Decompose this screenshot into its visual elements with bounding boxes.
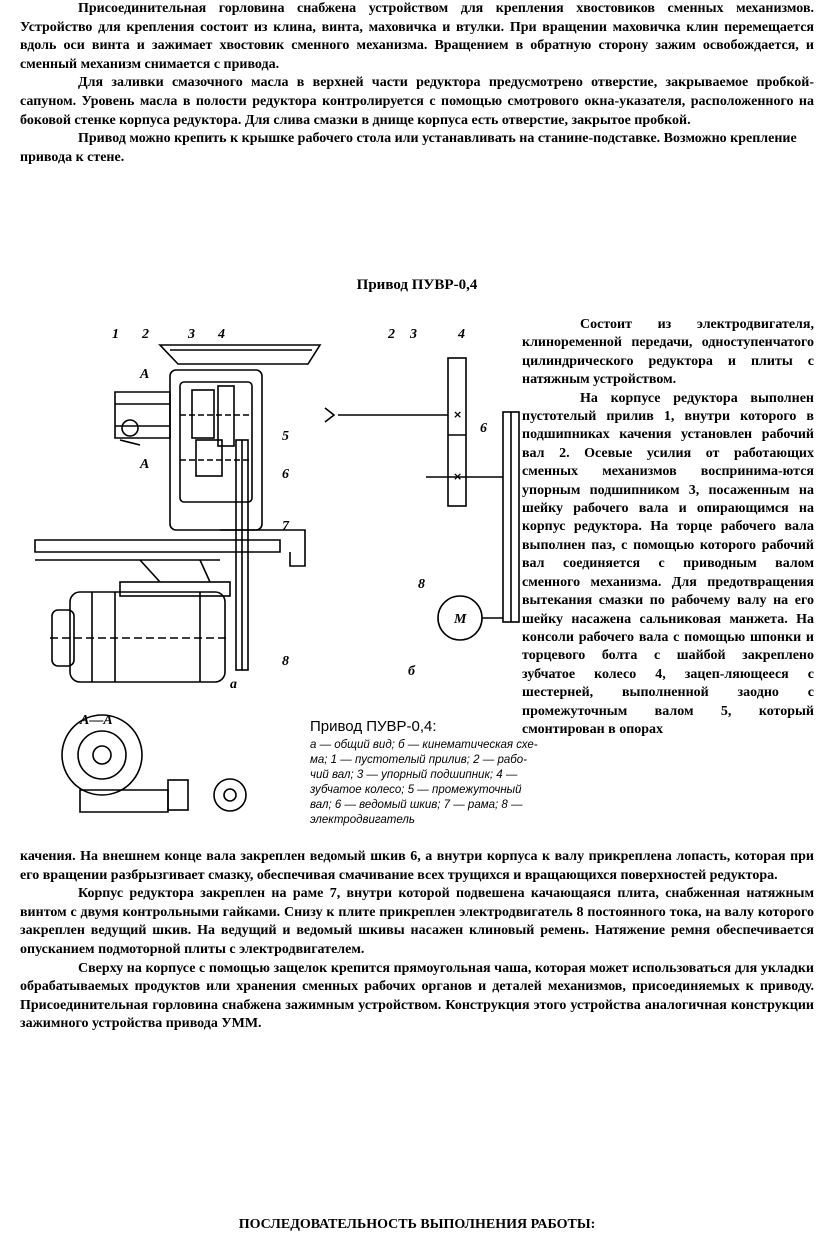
label-4: 4	[217, 327, 225, 342]
caption-body: а — общий вид; б — кинематическая схе-ма…	[310, 739, 538, 826]
drive-drawing: × × 1 2 3 4 5	[34, 327, 520, 813]
document-page: Присоединительная горловина снабжена уст…	[20, 0, 814, 1232]
drive-figure: × × 1 2 3 4 5	[20, 320, 538, 840]
paragraph-pulley: качения. На внешнем конце вала закреплен…	[20, 849, 814, 883]
lower-text: качения. На внешнем конце вала закреплен…	[20, 848, 814, 1034]
label-5: 5	[282, 429, 289, 444]
scheme-label-6: 6	[480, 421, 487, 436]
scheme-label-3: 3	[409, 327, 417, 342]
paragraph-frame: Корпус редуктора закреплен на раме 7, вн…	[20, 886, 814, 957]
procedure-heading: ПОСЛЕДОВАТЕЛЬНОСТЬ ВЫПОЛНЕНИЯ РАБОТЫ:	[238, 1217, 596, 1232]
paragraph-gearbox: На корпусе редуктора выполнен пустотелый…	[522, 390, 814, 737]
paragraph-composition: Состоит из электродвигателя, клиноременн…	[522, 317, 814, 388]
paragraph-bowl: Сверху на корпусе с помощью защелок креп…	[20, 960, 814, 1032]
label-3: 3	[187, 327, 195, 342]
cut-mark-bottom: А	[139, 457, 149, 472]
section-title: Привод ПУВР-0,4	[356, 277, 478, 293]
figure-caption: Привод ПУВР-0,4: а — общий вид; б — кине…	[310, 718, 540, 828]
scheme-label-2: 2	[387, 327, 395, 342]
scheme-label-4: 4	[457, 327, 465, 342]
caption-title: Привод ПУВР-0,4:	[310, 718, 437, 735]
section-label: А—А	[79, 713, 113, 728]
motor-symbol: М	[453, 612, 467, 627]
label-8: 8	[282, 654, 289, 669]
svg-text:×: ×	[453, 408, 462, 421]
label-6: 6	[282, 467, 289, 482]
figure-label-b: б	[408, 664, 416, 679]
side-column: Состоит из электродвигателя, клиноременн…	[522, 316, 814, 739]
label-7: 7	[282, 519, 290, 534]
label-1: 1	[112, 327, 119, 342]
scheme-label-8: 8	[418, 577, 425, 592]
paragraph-mounting: Привод можно крепить к крышке рабочего с…	[20, 131, 797, 165]
paragraph-oil-filling: Для заливки смазочного масла в верхней ч…	[20, 75, 814, 128]
figure-label-a: а	[230, 677, 237, 692]
top-text: Присоединительная горловина снабжена уст…	[20, 0, 814, 167]
label-2: 2	[141, 327, 149, 342]
cut-mark-top: А	[139, 367, 149, 382]
paragraph-clamp-device: Присоединительная горловина снабжена уст…	[20, 1, 814, 72]
